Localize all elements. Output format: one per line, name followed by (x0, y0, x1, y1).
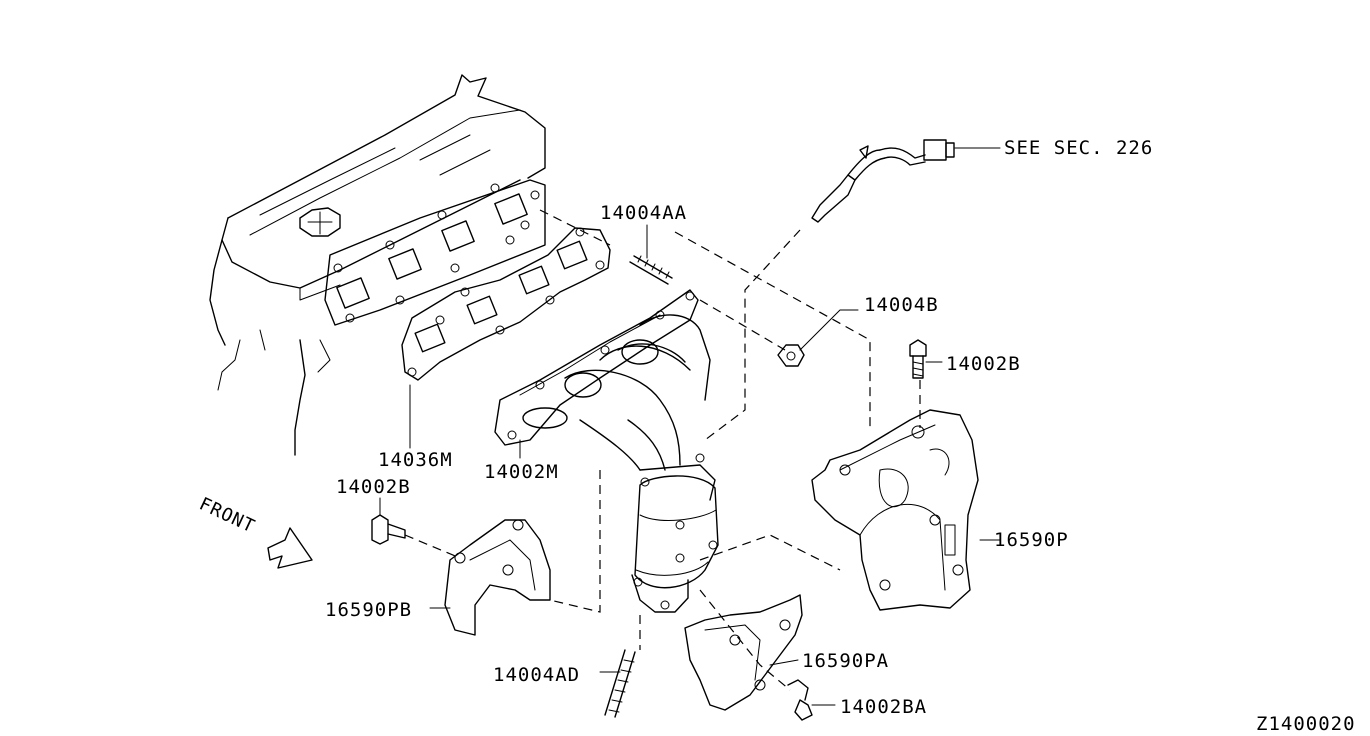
bolt-14002BA (787, 679, 836, 721)
label-14002BA: 14002BA (840, 696, 927, 718)
label-14002B-top: 14002B (946, 353, 1021, 375)
stud-bolt-14004AD (604, 649, 636, 718)
label-14004AA: 14004AA (600, 202, 687, 224)
label-14036M: 14036M (378, 449, 453, 471)
label-16590P: 16590P (994, 529, 1069, 551)
label-16590PA: 16590PA (802, 650, 889, 672)
label-14004AD: 14004AD (493, 664, 580, 686)
hex-nut-14004B (777, 309, 859, 367)
engine-head-illustration (209, 74, 546, 456)
assembly-dashed-lines (404, 209, 921, 691)
drawing-id: Z1400020 (1256, 713, 1356, 735)
bolt-14002B-top (909, 339, 943, 379)
exhaust-manifold-assembly (494, 289, 719, 613)
heat-shield-16590PA (684, 594, 803, 711)
see-section-reference: SEE SEC. 226 (1004, 137, 1153, 159)
label-14002B-left: 14002B (336, 476, 411, 498)
heat-shield-16590PB (444, 519, 551, 636)
part-number-labels: 14004AA 14004B 14002B 14036M 14002M 1400… (196, 137, 1356, 735)
label-14004B: 14004B (864, 294, 939, 316)
label-leader-lines (409, 224, 799, 673)
manifold-gasket (401, 227, 611, 381)
oxygen-sensor (811, 139, 1001, 223)
heat-shield-16590P (811, 409, 1001, 611)
front-direction-arrow (267, 527, 313, 569)
label-16590PB: 16590PB (325, 599, 412, 621)
bolt-14002B-left (371, 497, 406, 545)
front-label: FRONT (196, 493, 259, 537)
stud-bolt-14004AA (629, 255, 673, 285)
label-14002M: 14002M (484, 461, 559, 483)
